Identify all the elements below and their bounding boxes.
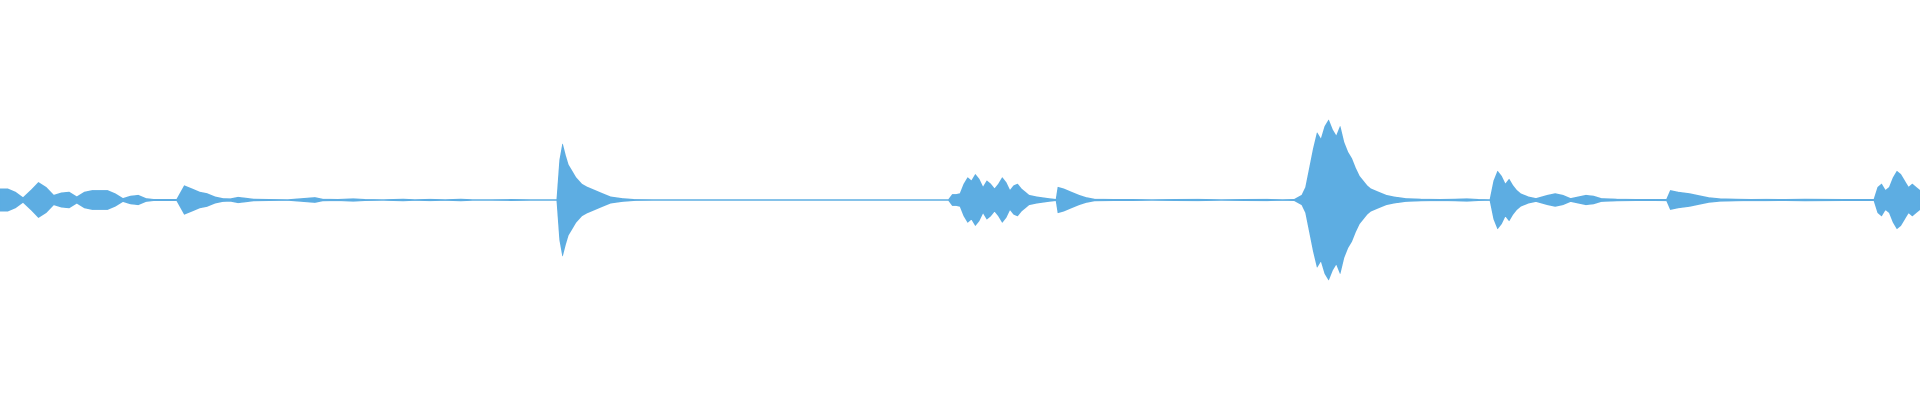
waveform-shape bbox=[0, 119, 1920, 281]
